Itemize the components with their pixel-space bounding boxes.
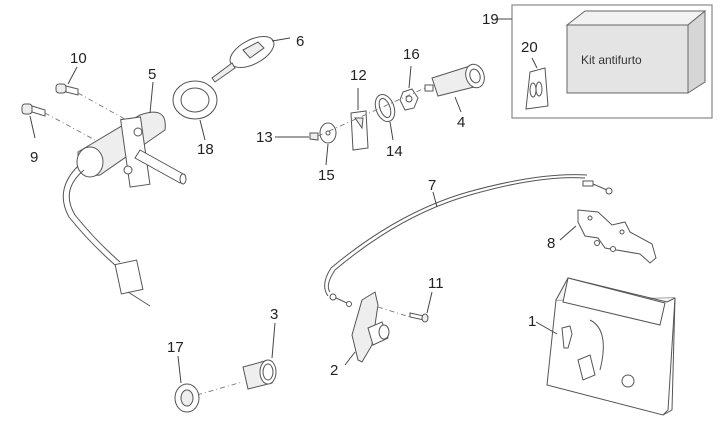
nut-16-part[interactable]	[399, 65, 419, 111]
release-cable-part[interactable]	[324, 174, 613, 307]
ring-nut-17-part[interactable]	[174, 355, 200, 413]
ignition-switch-part[interactable]	[62, 81, 187, 307]
callout-6[interactable]: 6	[296, 33, 305, 50]
latch-plate-12-part[interactable]	[350, 88, 369, 151]
callout-14[interactable]: 14	[386, 143, 403, 160]
callout-11[interactable]: 11	[428, 275, 444, 292]
callout-3[interactable]: 3	[270, 306, 279, 323]
lock-cylinder-3-part[interactable]	[242, 322, 277, 390]
screw-10-part[interactable]	[55, 66, 79, 96]
seat-lock-bracket-2-part[interactable]	[344, 291, 390, 366]
callout-20[interactable]: 20	[521, 39, 538, 56]
kit-bag-1-part[interactable]	[535, 277, 676, 416]
callout-1[interactable]: 1	[528, 313, 537, 330]
callout-19[interactable]: 19	[482, 11, 499, 28]
circlip-14-part[interactable]	[372, 92, 398, 141]
callout-18[interactable]: 18	[197, 141, 214, 158]
callout-15[interactable]: 15	[318, 167, 335, 184]
small-screw-13-part[interactable]	[275, 132, 319, 141]
callout-12[interactable]: 12	[350, 67, 367, 84]
callout-10[interactable]: 10	[70, 50, 87, 67]
callout-9[interactable]: 9	[30, 149, 39, 166]
callout-2[interactable]: 2	[330, 362, 339, 379]
callout-4[interactable]: 4	[457, 114, 466, 131]
screw-9-part[interactable]	[21, 103, 46, 139]
kit-box-label: Kit antifurto	[581, 53, 642, 67]
kit-box-part[interactable]	[565, 9, 707, 94]
ring-nut-18-part[interactable]	[172, 80, 218, 141]
screw-11-part[interactable]	[409, 291, 433, 323]
transponder-part[interactable]	[525, 57, 549, 110]
callout-8[interactable]: 8	[547, 235, 556, 252]
key-part[interactable]	[211, 30, 291, 83]
callout-5[interactable]: 5	[148, 66, 157, 83]
callout-13[interactable]: 13	[256, 129, 273, 146]
callout-17[interactable]: 17	[167, 339, 184, 356]
washer-15-part[interactable]	[319, 122, 337, 166]
mounting-plate-8-part[interactable]	[559, 209, 657, 264]
lock-barrel-4-part[interactable]	[424, 62, 487, 113]
callout-16[interactable]: 16	[403, 46, 420, 63]
callout-7[interactable]: 7	[428, 177, 437, 194]
